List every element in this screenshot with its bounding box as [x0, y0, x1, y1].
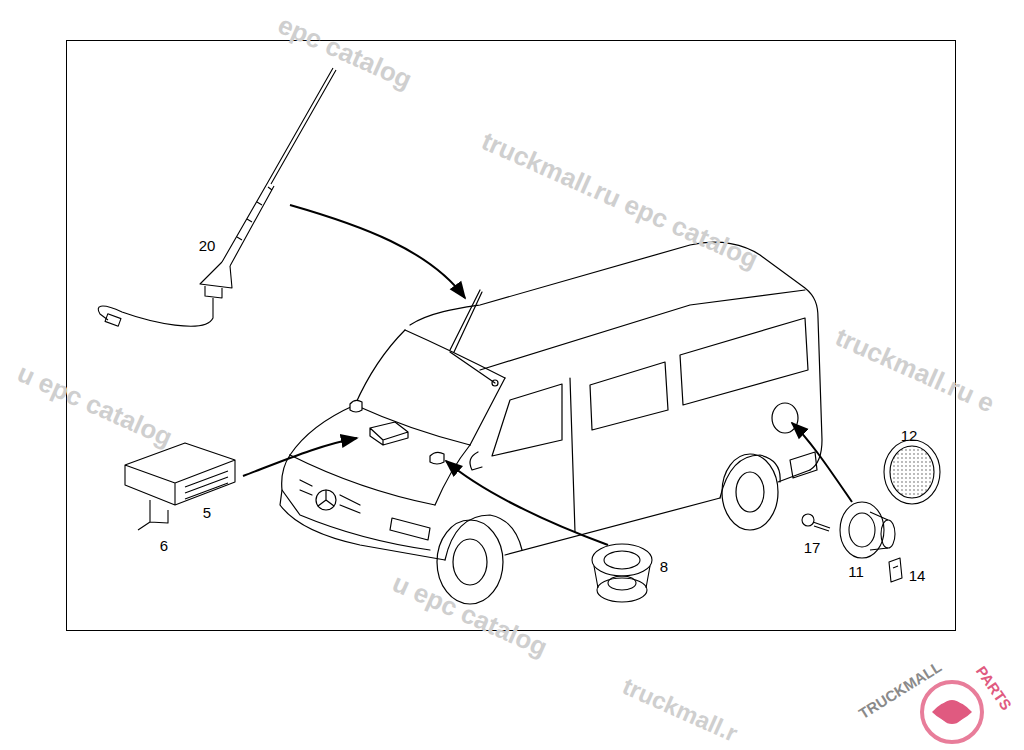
watermark: u epc catalog: [389, 569, 551, 660]
callout-number: 14: [909, 568, 926, 583]
logo-gear: [922, 682, 982, 742]
callout-number: 11: [848, 564, 864, 579]
watermark: truckmall.ru epc catalog: [478, 127, 762, 272]
callout-number: 20: [199, 238, 216, 253]
frame: [67, 41, 956, 631]
logo-text: PARTS: [974, 663, 1015, 712]
parts: [98, 68, 940, 602]
callout-number: 17: [804, 540, 821, 555]
watermark: epc catalog: [274, 11, 415, 93]
watermark: truckmall.r: [619, 674, 741, 746]
logo-text: TRUCKMALL: [856, 659, 944, 722]
callout-number: 6: [160, 538, 168, 553]
watermark: truckmall.ru e: [832, 323, 998, 416]
watermark: u epc catalog: [14, 359, 176, 450]
van-body: [280, 242, 822, 604]
callout-number: 8: [660, 559, 668, 574]
arrows: [243, 205, 852, 545]
callout-number: 5: [203, 505, 211, 520]
callout-number: 12: [901, 428, 918, 443]
